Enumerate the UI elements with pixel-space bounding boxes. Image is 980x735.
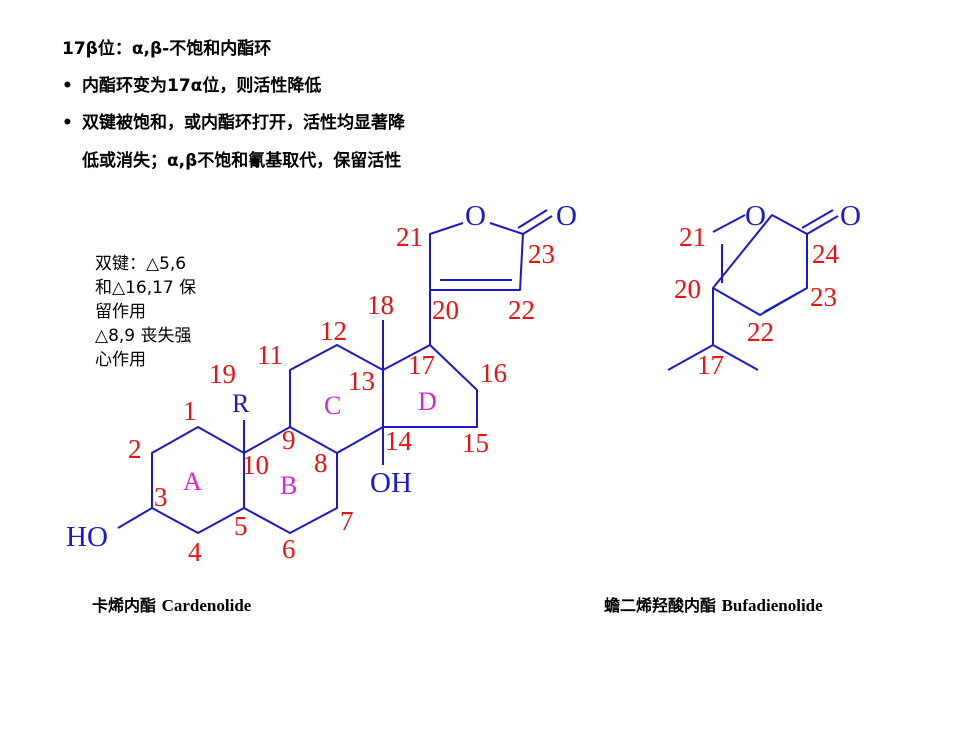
carbonyl-oxygen-label: O (556, 200, 577, 232)
ring-b-bonds (243, 426, 338, 534)
double-bond-note: 双键：△5,6 和△16,17 保 留作用 △8,9 丧失强 心作用 (95, 252, 255, 372)
ho-label: HO (66, 521, 108, 553)
bond-c3-oh (117, 507, 153, 529)
ring-b-label: B (280, 471, 297, 500)
carbon-number: 13 (348, 366, 375, 396)
carbon-number: 20 (432, 295, 459, 325)
pyranone-double-bond-2 (763, 292, 799, 313)
carbonyl-bond-a (806, 215, 839, 235)
carbon-number: 17 (408, 350, 435, 380)
carbon-number: 24 (812, 239, 840, 269)
butenolide-bonds (429, 222, 524, 291)
ring-a-label: A (183, 467, 202, 496)
carbonyl-bond-a (522, 215, 553, 235)
carbon-number: 2 (128, 434, 142, 464)
ring-c-bonds (289, 344, 384, 454)
caption-cn: 蟾二烯羟酸内酯 (604, 596, 717, 615)
carbon-number: 9 (282, 425, 296, 455)
bond-c17-left (667, 344, 714, 371)
note-line: 双键：△5,6 (95, 254, 187, 274)
note-line: 和△16,17 保 (95, 278, 197, 298)
carbon-number: 21 (396, 222, 423, 252)
carbon-number: 6 (282, 534, 296, 564)
note-line: 留作用 (95, 302, 146, 322)
caption-en: Cardenolide (161, 596, 252, 615)
ring-oxygen-label: O (745, 200, 766, 232)
carbon-number: 23 (810, 282, 837, 312)
bullet-dot: • (62, 113, 73, 133)
carbon-number: 18 (367, 290, 394, 320)
carbon-number: 8 (314, 448, 328, 478)
carbon-number: 14 (385, 426, 413, 456)
bullet-dot: • (62, 76, 73, 96)
bullet-continuation: 低或消失；α,β不饱和氰基取代，保留活性 (82, 151, 402, 171)
carbonyl-bond-b (517, 209, 548, 229)
carbon-number: 19 (209, 359, 236, 389)
ring-oxygen-label: O (465, 200, 486, 232)
r-group-label: R (232, 389, 250, 418)
bond-c17-right (712, 344, 759, 371)
heading: 17β位：α,β-不饱和内酯环 (62, 39, 272, 59)
carbon-number: 17 (697, 350, 724, 380)
carbon-number: 3 (154, 482, 168, 512)
carbon-number: 15 (462, 428, 489, 458)
ring-d-label: D (418, 387, 437, 416)
caption-en: Bufadienolide (721, 596, 823, 615)
carbon-number: 1 (183, 396, 197, 426)
carbon-number: 23 (528, 239, 555, 269)
carbon-number: 4 (188, 537, 202, 567)
carbon-number: 5 (234, 511, 248, 541)
bufadienolide-caption: 蟾二烯羟酸内酯 Bufadienolide (604, 592, 823, 616)
bullet-text: 内酯环变为17α位，则活性降低 (82, 76, 322, 96)
bullet-text: 双键被饱和，或内酯环打开，活性均显著降 (82, 113, 405, 133)
bullet-item: • 内酯环变为17α位，则活性降低 (62, 71, 321, 96)
caption-cn: 卡烯内酯 (92, 596, 157, 615)
carbon-number: 21 (679, 222, 706, 252)
oh-label: OH (370, 467, 412, 499)
carbon-number: 22 (747, 317, 774, 347)
bullet-item: • 双键被饱和，或内酯环打开，活性均显著降 (62, 108, 405, 133)
bufadienolide-bonds (667, 209, 839, 371)
carbon-number: 11 (257, 340, 283, 370)
carbon-number: 22 (508, 295, 535, 325)
note-line: △8,9 丧失强 (95, 326, 192, 346)
carbonyl-oxygen-label: O (840, 200, 861, 232)
note-line: 心作用 (95, 350, 146, 370)
ring-d-bonds (382, 344, 478, 428)
ring-c-label: C (324, 391, 341, 420)
carbon-number: 7 (340, 506, 354, 536)
cardenolide-caption: 卡烯内酯 Cardenolide (92, 592, 251, 616)
carbon-number: 20 (674, 274, 701, 304)
carbonyl-bond-b (801, 209, 834, 229)
cardenolide-bonds (117, 209, 553, 534)
carbon-number: 16 (480, 358, 507, 388)
carbon-number: 10 (242, 450, 269, 480)
carbon-number: 12 (320, 316, 347, 346)
